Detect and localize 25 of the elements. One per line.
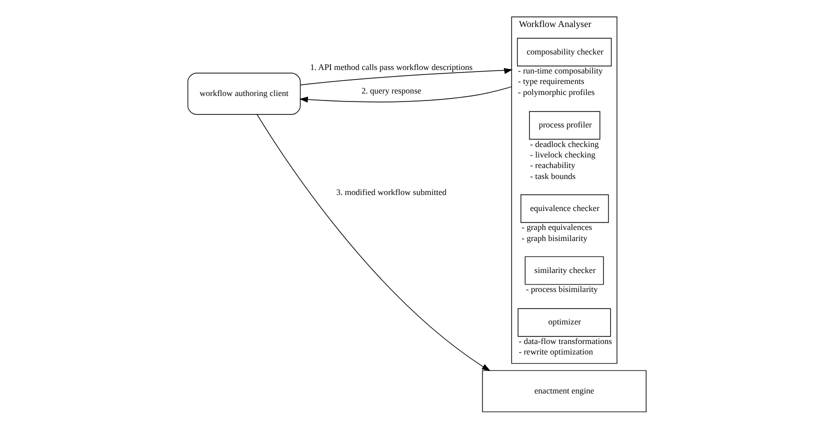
node-label: - graph equivalences (522, 222, 592, 232)
node-label: - type requirements (518, 76, 584, 86)
node-label: - deadlock checking (530, 138, 599, 149)
node-box: similarity checker (524, 256, 604, 285)
node-label: - polymorphic profiles (518, 86, 595, 97)
node-box: composability checker (517, 38, 612, 66)
node-box: enactment engine (482, 370, 646, 412)
node-box: equivalence checker (520, 194, 609, 223)
node-label: - livelock checking (530, 149, 596, 160)
node-label: - task bounds (530, 170, 576, 181)
node-label: - process bisimilarity (526, 284, 598, 294)
node-label: - reachability (530, 160, 576, 170)
node-label: - data-flow transformations (518, 336, 612, 346)
edge-label: 2. query response (361, 85, 422, 96)
node-label: - rewrite optimization (518, 346, 594, 357)
node-label: - graph bisimilarity (522, 232, 588, 243)
node-box: optimizer (518, 308, 611, 337)
node-label: - run-time composability (518, 66, 603, 76)
node-box: process profiler (529, 111, 600, 140)
arrow (300, 68, 513, 86)
arrow (256, 114, 491, 372)
arrow (299, 86, 512, 103)
node-box: workflow authoring client (188, 72, 301, 115)
edge-label: 3. modified workflow submitted (336, 187, 446, 198)
edge-label: 1. API method calls pass workflow descriptions (310, 62, 473, 72)
